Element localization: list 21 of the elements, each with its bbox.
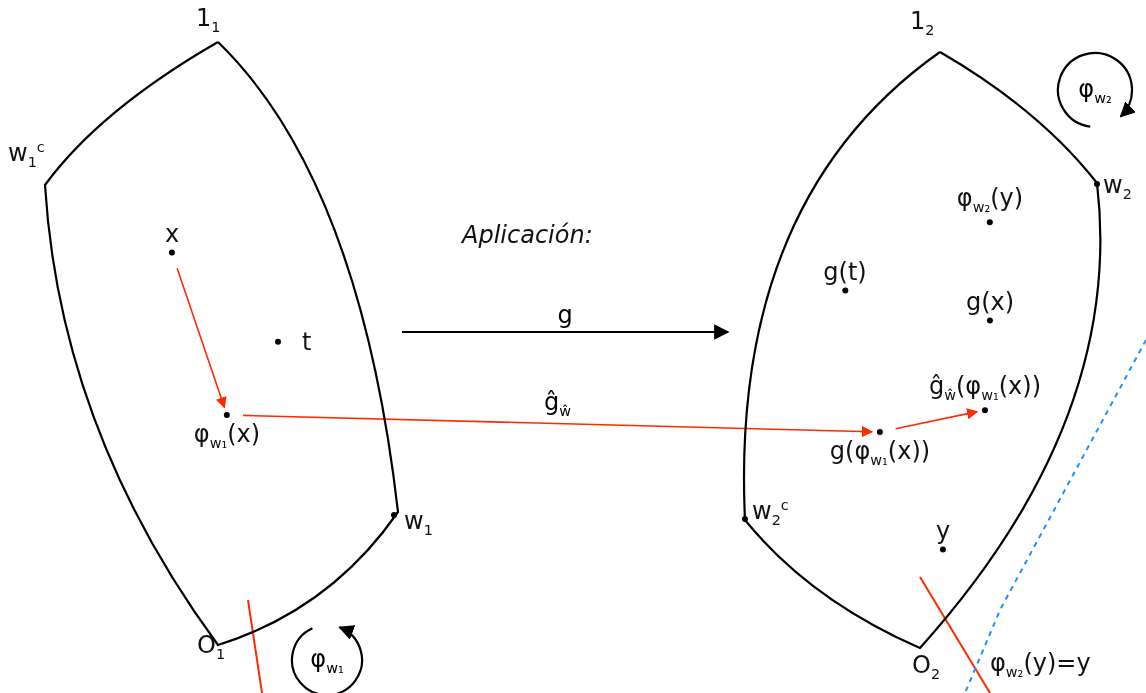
corner-label: 1$_{2}$ <box>910 8 935 39</box>
arrow <box>242 414 874 438</box>
corner-label: w$_{1}$ <box>404 508 433 539</box>
arrow <box>402 324 730 340</box>
arrow <box>176 267 227 409</box>
arrow <box>894 408 979 430</box>
point-label: g(φ$_{w₁}$(x)) <box>829 426 931 469</box>
point-label: y <box>935 517 951 556</box>
point-label: g(t) <box>823 258 867 297</box>
point-label: x <box>164 220 180 259</box>
corner-label: 1$_{1}$ <box>196 5 221 36</box>
point-label: t <box>272 328 312 356</box>
point-label: φ$_{w₂}$(y) <box>956 185 1024 228</box>
corner-label: φ$_{w₂}$(y)=y <box>990 650 1091 681</box>
point-label: ĝ$_{ŵ}$(φ$_{w₁}$(x)) <box>928 373 1042 416</box>
corner-label: O$_{2}$ <box>912 652 941 683</box>
map-heading: Aplicación: <box>462 222 593 249</box>
corner-label: w$_{2}$ <box>1103 172 1132 203</box>
point-label: φ$_{w₁}$(x) <box>193 409 261 452</box>
point-label: g(x) <box>965 288 1015 327</box>
corner-label: O$_{1}$ <box>197 632 226 663</box>
